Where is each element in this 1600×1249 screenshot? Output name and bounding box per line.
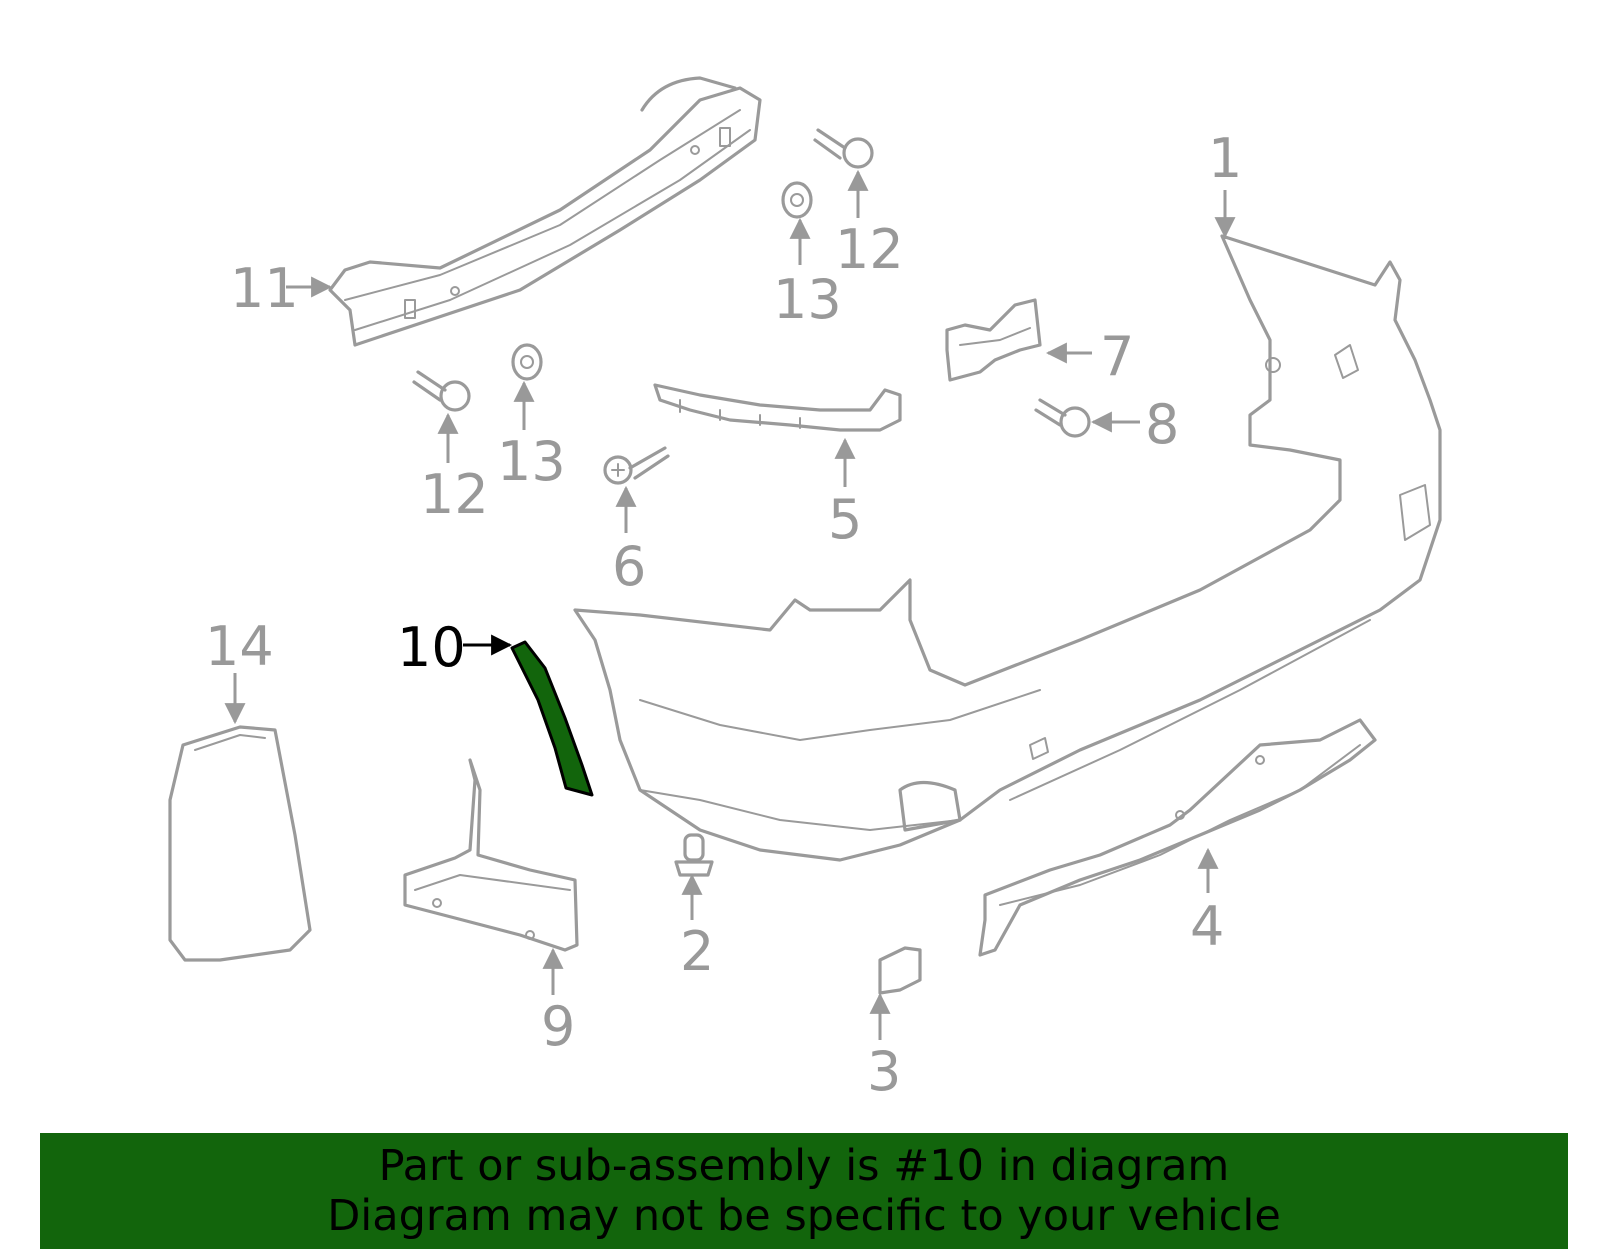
part-3-cap (878, 946, 922, 995)
callout-12a: 12 (835, 218, 904, 281)
part-14-reflector (168, 725, 312, 962)
part-2-clip (674, 833, 714, 877)
info-banner: Part or sub-assembly is #10 in diagram D… (40, 1133, 1568, 1249)
banner-line-2: Diagram may not be specific to your vehi… (327, 1191, 1281, 1241)
callout-4: 4 (1190, 895, 1224, 958)
callout-6: 6 (612, 535, 646, 598)
part-12-bolt-b (412, 370, 471, 412)
part-10-molding-highlighted (510, 640, 594, 797)
callout-5: 5 (828, 488, 862, 551)
callout-13a: 13 (773, 268, 842, 331)
part-7-bracket (945, 298, 1042, 382)
part-13-nut-a (781, 181, 813, 219)
part-6-screw (603, 446, 670, 485)
callout-10: 10 (397, 616, 466, 679)
part-11-reinforcement-bar (328, 76, 762, 347)
callout-9: 9 (541, 995, 575, 1058)
part-12-bolt-a (813, 128, 874, 169)
callout-12b: 12 (420, 463, 489, 526)
part-13-nut-b (511, 343, 543, 381)
callout-2: 2 (680, 920, 714, 983)
callout-7: 7 (1100, 325, 1134, 388)
leader-arrows (224, 169, 1236, 1040)
part-5-support-bracket (653, 383, 902, 432)
callout-1: 1 (1208, 127, 1242, 190)
callout-14: 14 (205, 615, 274, 678)
part-9-lower-bracket (403, 758, 579, 952)
part-8-bolt (1034, 398, 1091, 438)
callout-8: 8 (1145, 393, 1179, 456)
callout-11: 11 (230, 257, 299, 320)
part-4-lower-reinforcement (978, 718, 1377, 957)
banner-line-1: Part or sub-assembly is #10 in diagram (378, 1141, 1230, 1191)
callout-13b: 13 (497, 430, 566, 493)
callout-3: 3 (867, 1040, 901, 1103)
part-1-bumper-cover (573, 234, 1442, 862)
